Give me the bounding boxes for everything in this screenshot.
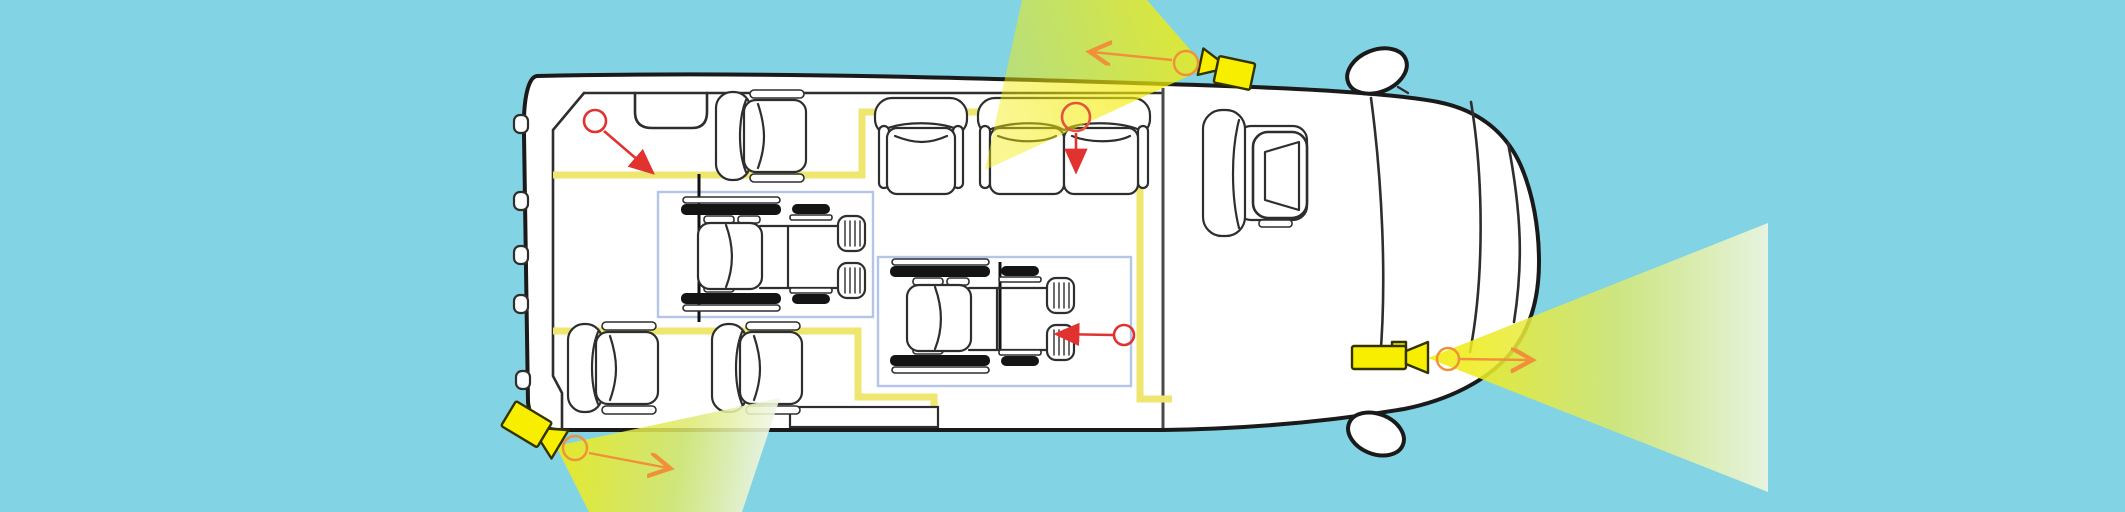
seat-rear-left [714,88,808,184]
beam-roof-camera [985,0,1206,170]
wing-mirror-top [1345,46,1409,96]
orange-circle-front-camera [1435,346,1461,372]
beam-front-camera [1428,223,1768,492]
windshield-lines [1369,96,1522,362]
seat-bottom-1 [566,320,660,416]
camera-rear-left-corner [500,400,570,460]
rear-door-hinges [512,113,532,391]
orange-annotations [561,49,1530,468]
orange-circle-roof-camera [1172,49,1200,77]
red-circle-rear-door [582,108,608,134]
wheelchair-zone-2 [876,255,1133,388]
red-annotations [582,101,1136,347]
orange-arrow-roof-camera [1092,52,1173,60]
driver-seat [1201,108,1309,238]
orange-circle-rear-camera [561,434,589,462]
camera-roof-left-wall [1196,47,1257,91]
red-arrow-rear-door [603,130,655,175]
wheelchair-zone-1 [656,190,875,319]
red-circle-bench [1060,101,1092,133]
camera-beams [556,0,1768,512]
seat-bottom-2 [710,320,804,416]
wing-mirror-bottom [1346,410,1406,458]
camera-front [1350,340,1430,375]
door-step [788,405,940,429]
red-circle-wheelchair-2 [1112,323,1136,347]
red-arrow-wheelchair-2 [1053,322,1114,347]
orange-arrow-rear-camera [588,451,668,468]
seat-wall-single [873,96,969,196]
orange-arrow-front-camera [1459,359,1530,360]
steering-wheel [1251,130,1309,228]
